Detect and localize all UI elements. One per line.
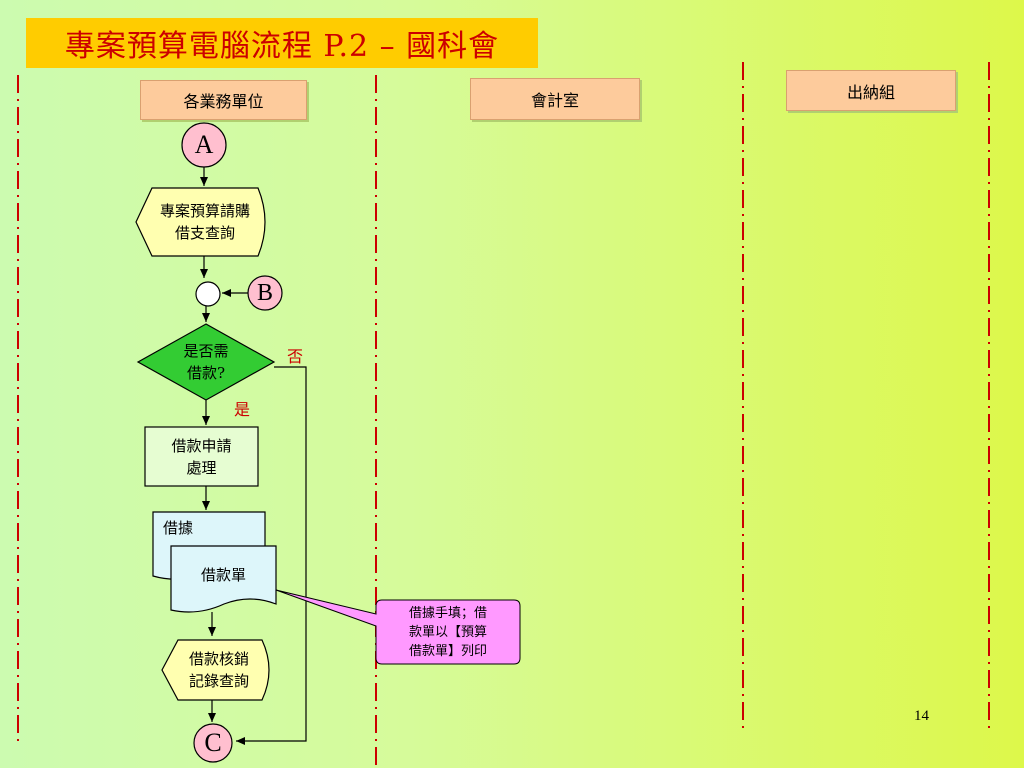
branch-label-yes: 是 xyxy=(234,400,251,419)
connector-c-label: C xyxy=(204,728,222,757)
process-query-budget-shape xyxy=(135,187,266,257)
decision-loan-needed-text: 是否需 借款? xyxy=(183,342,229,382)
document-loan-form-text: 借款單 xyxy=(200,566,246,584)
connector-a-label: A xyxy=(194,130,214,159)
process-writeoff-query-text: 借款核銷 記錄查詢 xyxy=(188,650,249,690)
no-branch-line xyxy=(236,366,307,745)
document-loan-form-shape xyxy=(170,545,277,613)
callout-note-text: 借據手填；借 款單以【預算 借款單】列印 xyxy=(408,605,487,659)
callout-bubble-shape xyxy=(275,589,521,665)
lane-label-accounting-office: 會計室 xyxy=(470,78,640,120)
branch-label-no: 否 xyxy=(287,347,304,366)
page-number: 14 xyxy=(914,708,929,724)
process-query-budget-text: 專案預算請購 借支查詢 xyxy=(159,202,250,242)
connector-b-label: B xyxy=(256,280,273,306)
page-title: 專案預算電腦流程 P.2 – 國科會 xyxy=(26,18,538,68)
process-loan-apply-shape xyxy=(144,426,259,487)
lane-label-business-units: 各業務單位 xyxy=(140,80,307,120)
junction-circle xyxy=(195,281,221,307)
connector-c xyxy=(193,723,233,763)
process-writeoff-query-shape xyxy=(161,639,270,701)
process-loan-apply-text: 借款申請 處理 xyxy=(171,436,232,477)
lane-label-cashier-group: 出納組 xyxy=(786,70,956,111)
document-receipt-text: 借據 xyxy=(163,519,194,537)
